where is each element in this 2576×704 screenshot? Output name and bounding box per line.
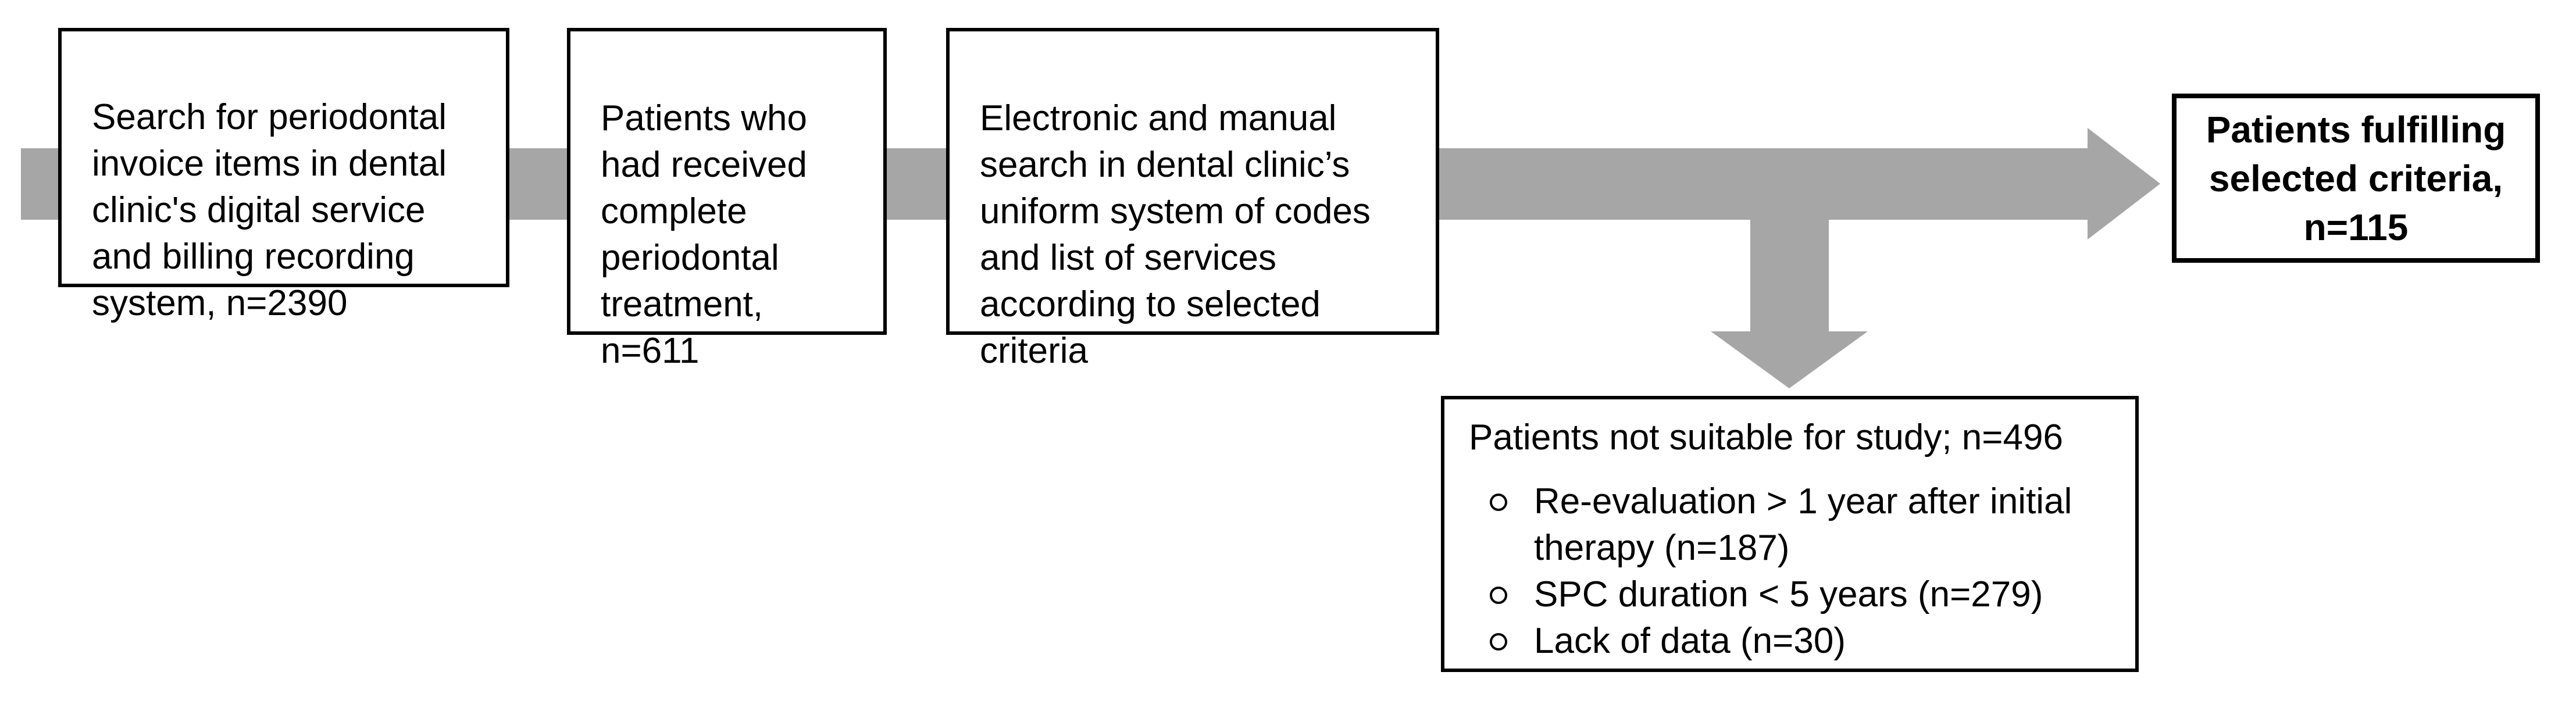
exclusion-reason-lack-of-data: Lack of data (n=30): [1534, 621, 1846, 661]
exclusion-reason-spc-duration: SPC duration < 5 years (n=279): [1534, 574, 2043, 614]
box-search-system: Search for periodontal invoice items in …: [58, 28, 509, 323]
list-item: Re-evaluation > 1 year after initial the…: [1469, 478, 2118, 571]
circle-bullet-icon: [1490, 494, 1507, 511]
circle-bullet-icon: [1490, 587, 1507, 604]
list-item: SPC duration < 5 years (n=279): [1469, 571, 2118, 618]
down-flow-arrow-icon: [1711, 220, 1868, 388]
exclusion-list: Re-evaluation > 1 year after initial the…: [1469, 478, 2118, 664]
box-complete-treatment-text: Patients who had received complete perio…: [601, 98, 808, 371]
box-electronic-manual-search-text: Electronic and manual search in dental c…: [980, 98, 1371, 371]
circle-bullet-icon: [1490, 633, 1507, 651]
box-not-suitable: Patients not suitable for study; n=496 R…: [1441, 396, 2139, 672]
exclusion-reason-reevaluation: Re-evaluation > 1 year after initial the…: [1534, 481, 2072, 568]
box-complete-treatment: Patients who had received complete perio…: [567, 28, 887, 371]
box-not-suitable-header: Patients not suitable for study; n=496: [1469, 417, 2063, 458]
box-fulfilling-criteria: Patients fulfilling selected criteria, n…: [2172, 94, 2540, 263]
box-search-system-text: Search for periodontal invoice items in …: [92, 97, 447, 323]
box-electronic-manual-search: Electronic and manual search in dental c…: [946, 28, 1439, 371]
box-fulfilling-criteria-text: Patients fulfilling selected criteria, n…: [2206, 108, 2506, 248]
list-item: Lack of data (n=30): [1469, 618, 2118, 664]
